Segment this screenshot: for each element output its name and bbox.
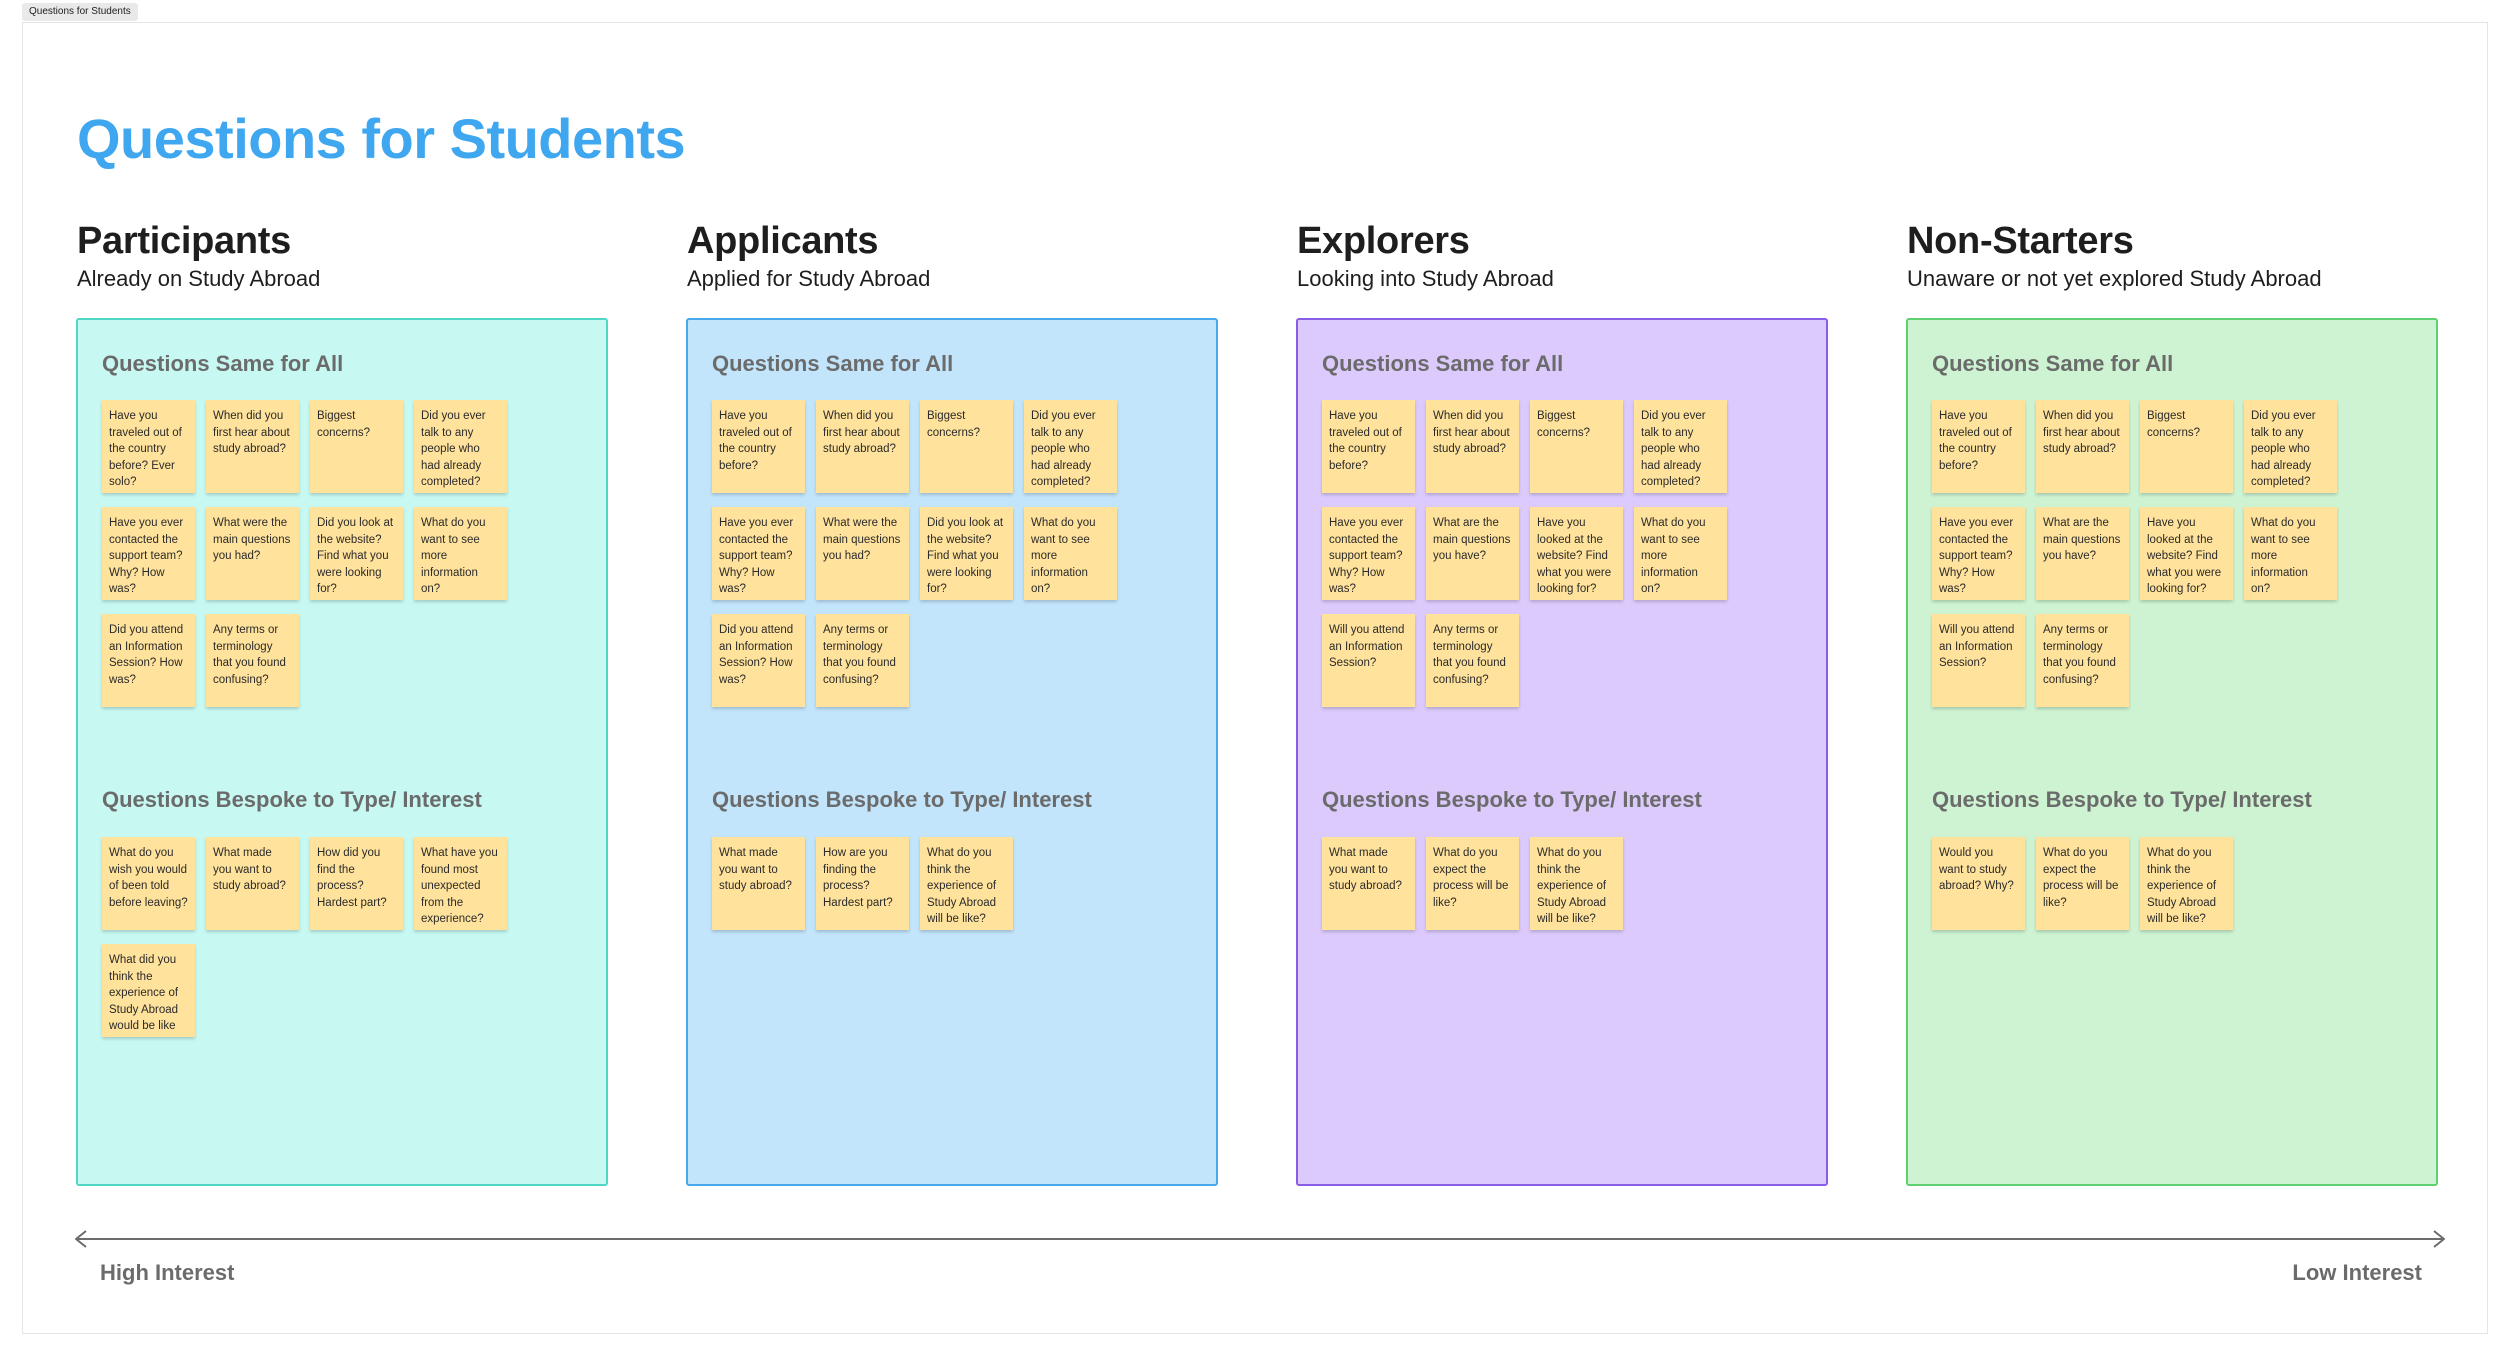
sticky-note[interactable]: Any terms or terminology that you found … (2036, 614, 2129, 707)
column-subtitle: Unaware or not yet explored Study Abroad (1907, 266, 2322, 291)
sticky-note[interactable]: What made you want to study abroad? (206, 837, 299, 930)
sticky-note[interactable]: How are you finding the process? Hardest… (816, 837, 909, 930)
same-for-all-heading: Questions Same for All (102, 351, 344, 376)
sticky-note[interactable]: What do you wish you would of been told … (102, 837, 195, 930)
sticky-note[interactable]: What do you think the experience of Stud… (2140, 837, 2233, 930)
sticky-note[interactable]: What did you think the experience of Stu… (102, 944, 195, 1037)
low-interest-label: Low Interest (2292, 1260, 2422, 1285)
sticky-note[interactable]: What have you found most unexpected from… (414, 837, 507, 930)
sticky-note[interactable]: Have you ever contacted the support team… (1932, 507, 2025, 600)
sticky-note[interactable]: Will you attend an Information Session? (1932, 614, 2025, 707)
sticky-note[interactable]: Have you traveled out of the country bef… (1322, 400, 1415, 493)
sticky-note[interactable]: Did you ever talk to any people who had … (414, 400, 507, 493)
same-for-all-heading: Questions Same for All (712, 351, 954, 376)
column-title: Applicants (687, 220, 879, 262)
sticky-note[interactable]: What do you want to see more information… (1634, 507, 1727, 600)
sticky-note[interactable]: Did you attend an Information Session? H… (712, 614, 805, 707)
same-for-all-notes: Have you traveled out of the country bef… (1932, 400, 2352, 707)
sticky-note[interactable]: Any terms or terminology that you found … (816, 614, 909, 707)
arrow-head-right-icon (2433, 1230, 2445, 1248)
column-title: Participants (77, 220, 291, 262)
sticky-note[interactable]: Have you looked at the website? Find wha… (2140, 507, 2233, 600)
sticky-note[interactable]: When did you first hear about study abro… (2036, 400, 2129, 493)
sticky-note[interactable]: Have you ever contacted the support team… (1322, 507, 1415, 600)
bespoke-notes: What made you want to study abroad?How a… (712, 837, 1132, 930)
sticky-note[interactable]: How did you find the process? Hardest pa… (310, 837, 403, 930)
sticky-note[interactable]: What do you want to see more information… (414, 507, 507, 600)
sticky-note[interactable]: Have you traveled out of the country bef… (102, 400, 195, 493)
arrow-head-left-icon (75, 1230, 87, 1248)
sticky-note[interactable]: Biggest concerns? (310, 400, 403, 493)
sticky-note[interactable]: Did you ever talk to any people who had … (1024, 400, 1117, 493)
sticky-note[interactable]: What do you want to see more information… (1024, 507, 1117, 600)
sticky-note[interactable]: What made you want to study abroad? (1322, 837, 1415, 930)
sticky-note[interactable]: What are the main questions you have? (1426, 507, 1519, 600)
column-title: Explorers (1297, 220, 1470, 262)
sticky-note[interactable]: Will you attend an Information Session? (1322, 614, 1415, 707)
sticky-note[interactable]: Have you looked at the website? Find wha… (1530, 507, 1623, 600)
sticky-note[interactable]: Have you ever contacted the support team… (712, 507, 805, 600)
bespoke-heading: Questions Bespoke to Type/ Interest (102, 787, 482, 812)
bespoke-heading: Questions Bespoke to Type/ Interest (712, 787, 1092, 812)
sticky-note[interactable]: What do you want to see more information… (2244, 507, 2337, 600)
sticky-note[interactable]: Did you look at the website? Find what y… (920, 507, 1013, 600)
sticky-note[interactable]: What made you want to study abroad? (712, 837, 805, 930)
same-for-all-notes: Have you traveled out of the country bef… (1322, 400, 1742, 707)
sticky-note[interactable]: Would you want to study abroad? Why? (1932, 837, 2025, 930)
sticky-note[interactable]: Did you ever talk to any people who had … (1634, 400, 1727, 493)
same-for-all-notes: Have you traveled out of the country bef… (102, 400, 522, 707)
sticky-note[interactable]: Did you ever talk to any people who had … (2244, 400, 2337, 493)
bespoke-notes: What do you wish you would of been told … (102, 837, 522, 1037)
sticky-note[interactable]: Any terms or terminology that you found … (206, 614, 299, 707)
column-subtitle: Looking into Study Abroad (1297, 266, 1554, 291)
column-subtitle: Applied for Study Abroad (687, 266, 931, 291)
bespoke-notes: Would you want to study abroad? Why?What… (1932, 837, 2352, 930)
same-for-all-notes: Have you traveled out of the country bef… (712, 400, 1132, 707)
high-interest-label: High Interest (100, 1260, 235, 1285)
sticky-note[interactable]: What are the main questions you have? (2036, 507, 2129, 600)
same-for-all-heading: Questions Same for All (1932, 351, 2174, 376)
bespoke-notes: What made you want to study abroad?What … (1322, 837, 1742, 930)
column-title: Non-Starters (1907, 220, 2134, 262)
sticky-note[interactable]: Did you look at the website? Find what y… (310, 507, 403, 600)
page-title: Questions for Students (77, 107, 686, 170)
sticky-note[interactable]: Biggest concerns? (2140, 400, 2233, 493)
sticky-note[interactable]: What do you think the experience of Stud… (920, 837, 1013, 930)
sticky-note[interactable]: Biggest concerns? (920, 400, 1013, 493)
sticky-note[interactable]: Did you attend an Information Session? H… (102, 614, 195, 707)
sticky-note[interactable]: What do you expect the process will be l… (1426, 837, 1519, 930)
same-for-all-heading: Questions Same for All (1322, 351, 1564, 376)
sticky-note[interactable]: What were the main questions you had? (816, 507, 909, 600)
sticky-note[interactable]: Have you ever contacted the support team… (102, 507, 195, 600)
sticky-note[interactable]: Biggest concerns? (1530, 400, 1623, 493)
sticky-note[interactable]: What do you expect the process will be l… (2036, 837, 2129, 930)
sticky-note[interactable]: What were the main questions you had? (206, 507, 299, 600)
frame-label[interactable]: Questions for Students (22, 3, 138, 21)
sticky-note[interactable]: When did you first hear about study abro… (816, 400, 909, 493)
sticky-note[interactable]: When did you first hear about study abro… (1426, 400, 1519, 493)
sticky-note[interactable]: Any terms or terminology that you found … (1426, 614, 1519, 707)
bespoke-heading: Questions Bespoke to Type/ Interest (1322, 787, 1702, 812)
sticky-note[interactable]: What do you think the experience of Stud… (1530, 837, 1623, 930)
sticky-note[interactable]: Have you traveled out of the country bef… (1932, 400, 2025, 493)
interest-arrow (75, 1230, 2445, 1248)
sticky-note[interactable]: Have you traveled out of the country bef… (712, 400, 805, 493)
column-subtitle: Already on Study Abroad (77, 266, 321, 291)
bespoke-heading: Questions Bespoke to Type/ Interest (1932, 787, 2312, 812)
sticky-note[interactable]: When did you first hear about study abro… (206, 400, 299, 493)
